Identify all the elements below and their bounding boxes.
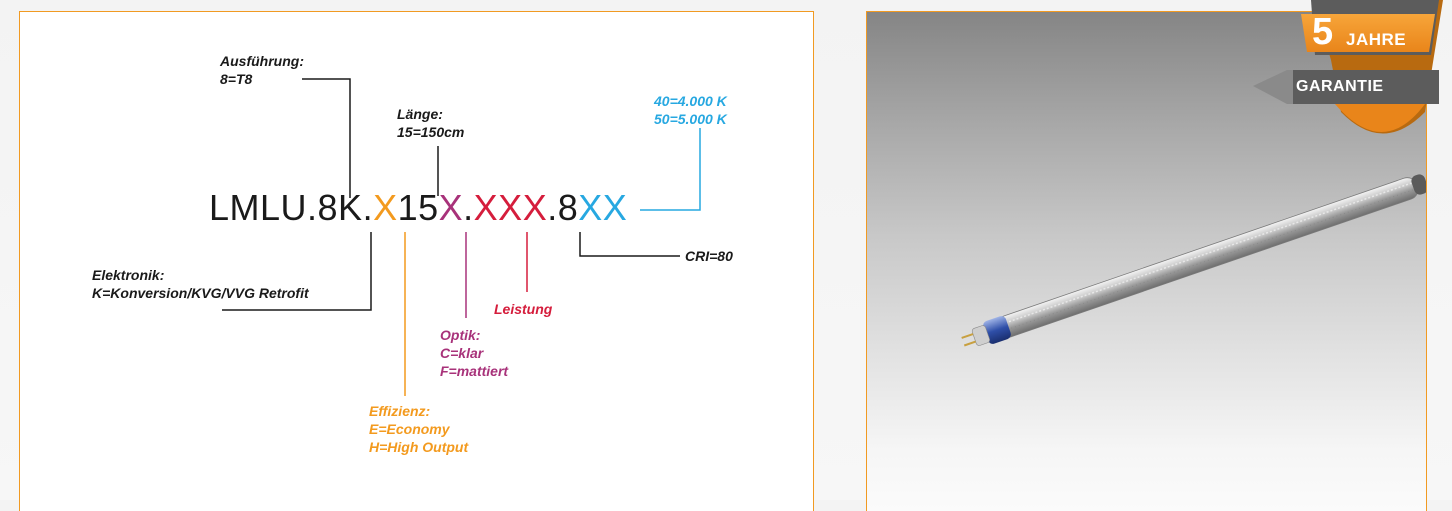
elektronik-label: Elektronik: K=Konversion/KVG/VVG Retrofi… — [92, 266, 309, 302]
badge-jahre: JAHRE — [1346, 30, 1407, 49]
product-code: LMLU.8K.X15X.XXX.8XX — [209, 186, 627, 230]
effizienz-label: Effizienz: E=Economy H=High Output — [369, 402, 468, 456]
code-length: 15 — [397, 187, 439, 228]
ausfuehrung-value: 8=T8 — [220, 71, 253, 87]
farbtemperatur-label: 40=4.000 K 50=5.000 K — [654, 92, 727, 128]
cri-label: CRI=80 — [685, 248, 733, 264]
code-prefix: LMLU.8K. — [209, 187, 374, 228]
badge-garantie: GARANTIE — [1296, 78, 1384, 95]
ausfuehrung-label: Ausführung: 8=T8 — [220, 52, 304, 88]
elektronik-value: K=Konversion/KVG/VVG Retrofit — [92, 285, 309, 301]
effizienz-line1: E=Economy — [369, 421, 450, 437]
connector-lines — [222, 78, 701, 396]
farbtemperatur-line2: 50=5.000 K — [654, 111, 727, 127]
laenge-title: Länge: — [397, 106, 443, 122]
ausfuehrung-title: Ausführung: — [220, 53, 304, 69]
effizienz-line2: H=High Output — [369, 439, 469, 455]
code-efficiency: X — [373, 187, 398, 228]
guarantee-badge-icon — [1253, 0, 1443, 134]
code-color-temp: XX — [578, 187, 628, 228]
effizienz-title: Effizienz: — [369, 403, 431, 419]
leistung-label: Leistung — [494, 301, 553, 317]
code-optics: X — [438, 187, 464, 228]
badge-number: 5 — [1312, 11, 1334, 53]
optik-line1: C=klar — [440, 345, 484, 361]
code-diagram-panel — [19, 11, 814, 511]
optik-label: Optik: C=klar F=mattiert — [440, 326, 508, 380]
elektronik-title: Elektronik: — [92, 267, 165, 283]
laenge-value: 15=150cm — [397, 124, 465, 140]
laenge-label: Länge: 15=150cm — [397, 105, 464, 141]
optik-line2: F=mattiert — [440, 363, 509, 379]
code-power: XXX — [473, 187, 548, 228]
code-dot: . — [463, 187, 474, 228]
code-cri: .8 — [547, 187, 579, 228]
farbtemperatur-line1: 40=4.000 K — [654, 93, 727, 109]
led-tube-image — [961, 174, 1426, 347]
optik-title: Optik: — [440, 327, 481, 343]
